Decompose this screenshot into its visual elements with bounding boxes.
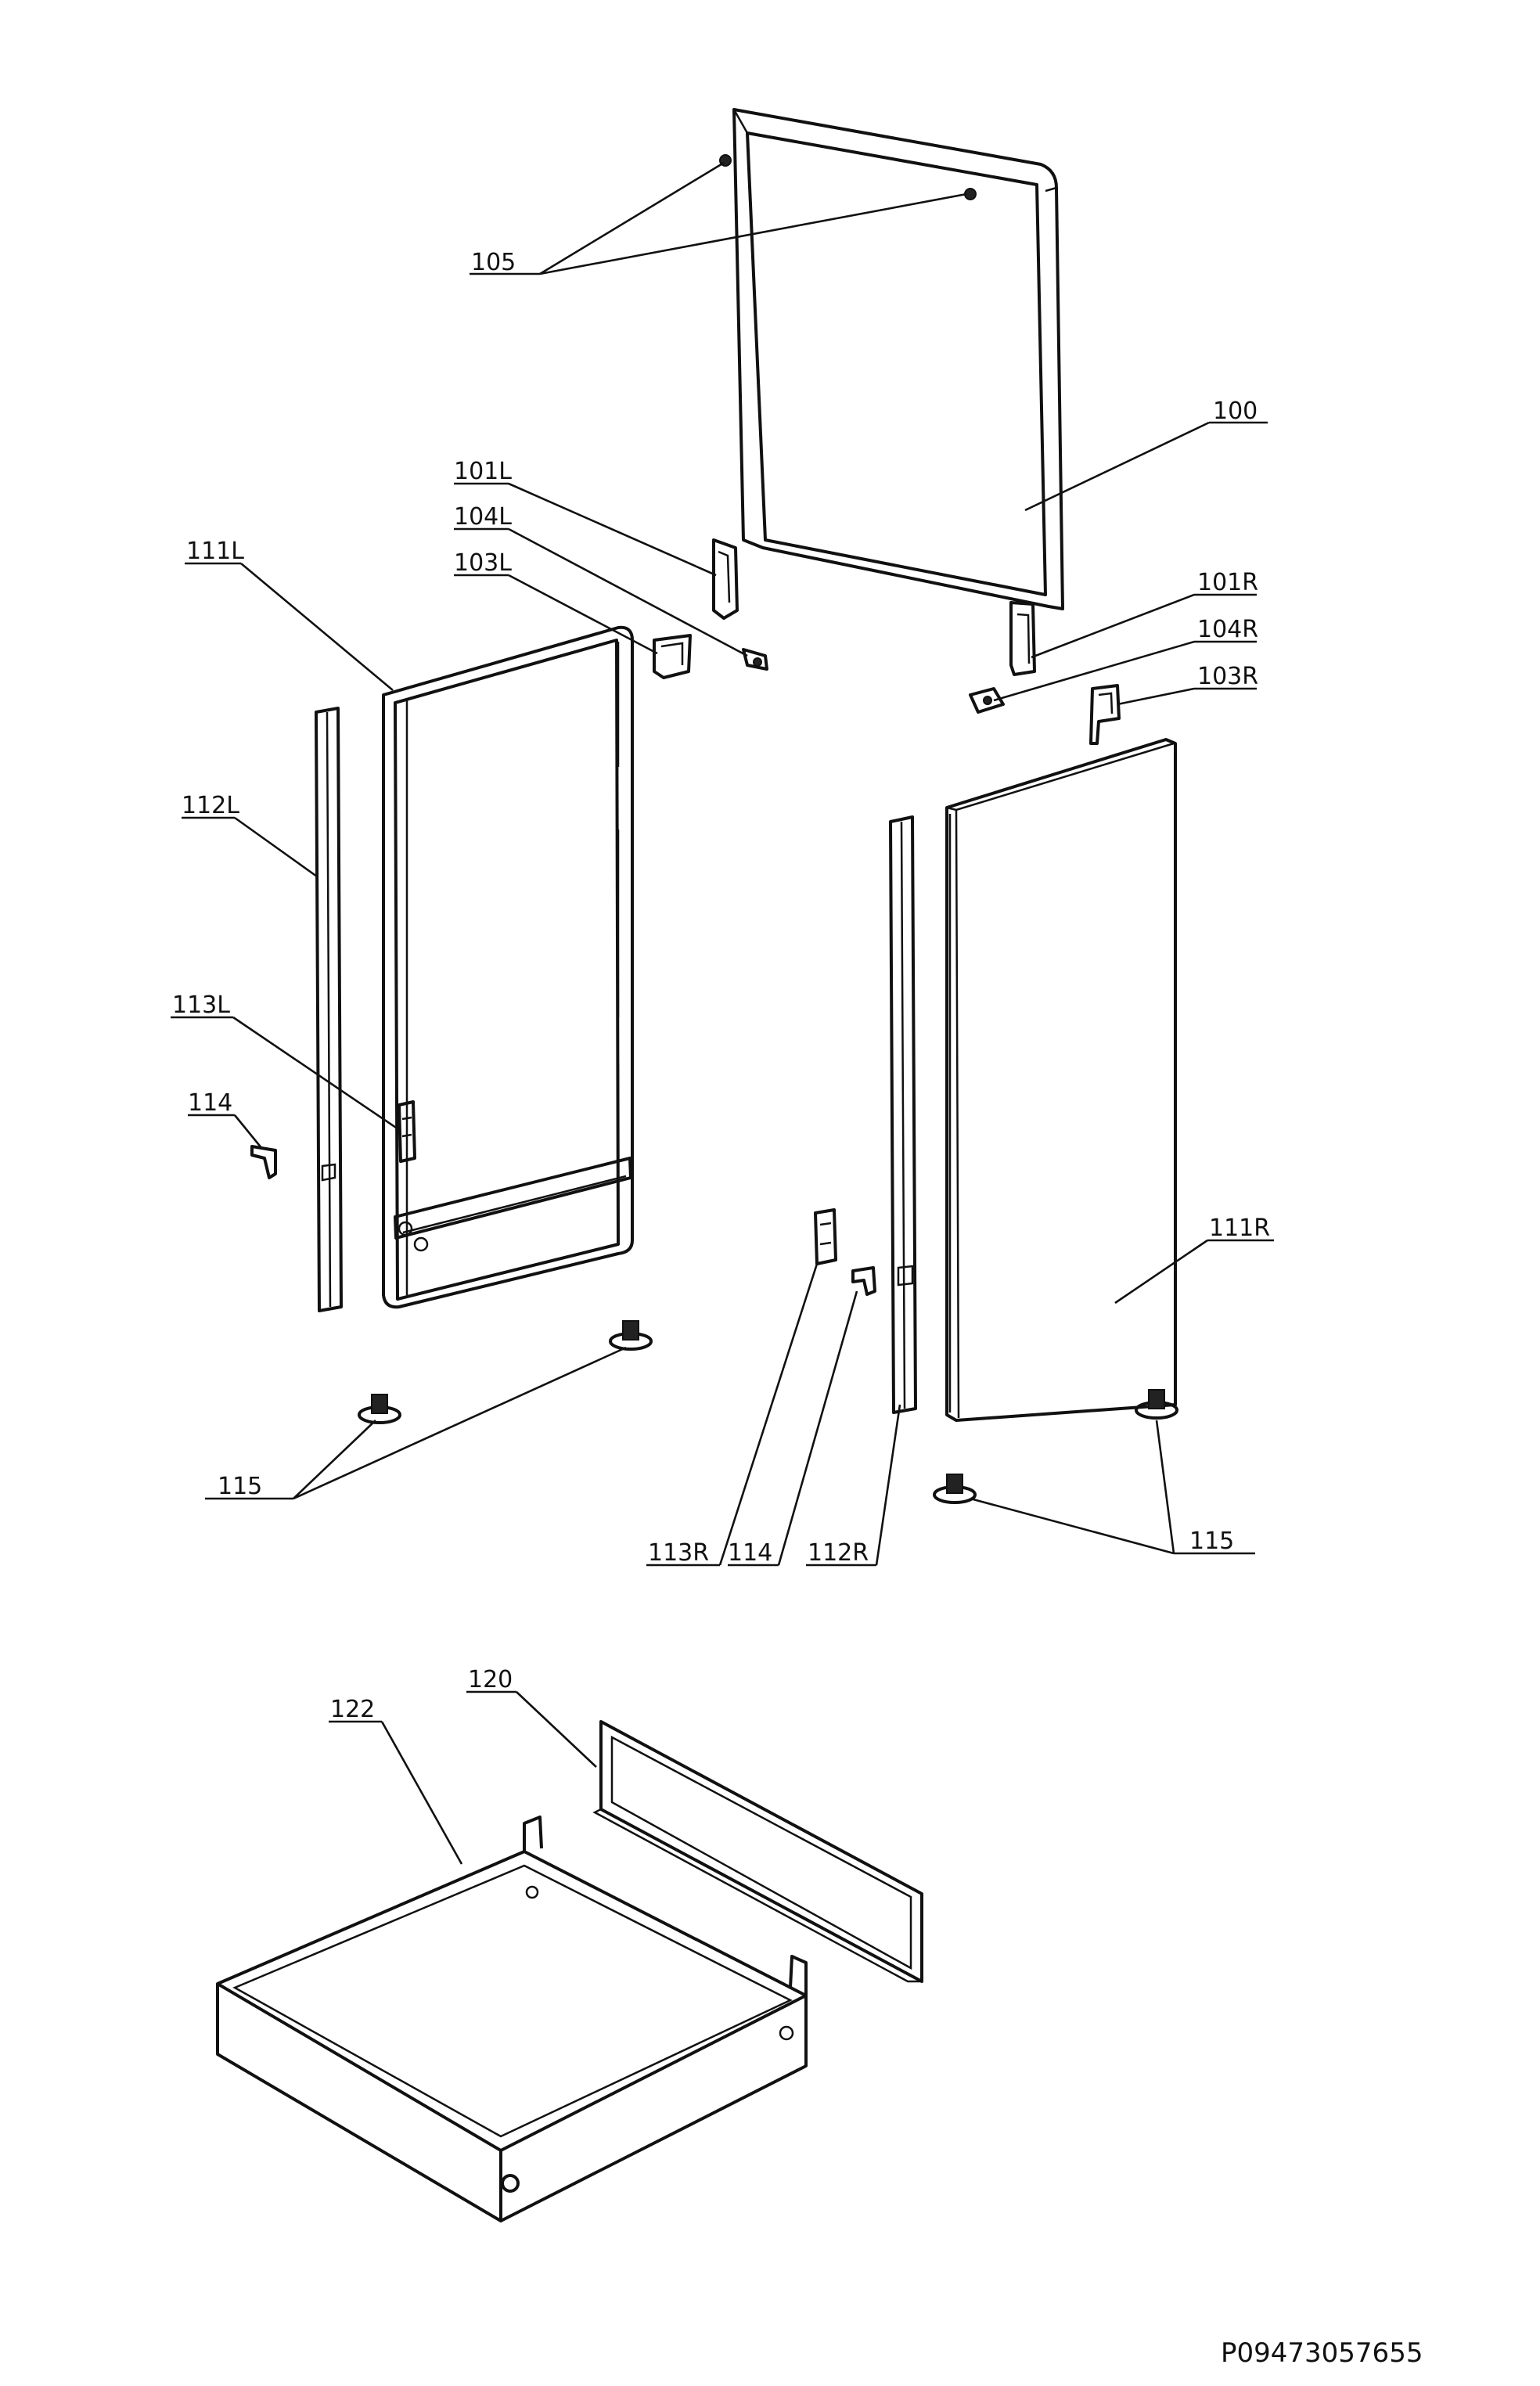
part-104r-bracket xyxy=(969,687,1005,714)
label-103r: 103R xyxy=(1197,663,1258,690)
label-115-left: 115 xyxy=(218,1473,262,1500)
part-101l-hinge xyxy=(712,538,739,620)
label-103l: 103L xyxy=(454,549,512,577)
part-111l-side-panel xyxy=(382,625,634,1309)
part-115-foot-right-b xyxy=(933,1474,977,1504)
label-114-right: 114 xyxy=(728,1539,772,1567)
label-100: 100 xyxy=(1213,398,1258,425)
label-112r: 112R xyxy=(808,1539,869,1567)
part-114-clip-left xyxy=(250,1145,277,1179)
label-105: 105 xyxy=(471,249,516,276)
part-111r-side-panel xyxy=(945,738,1177,1422)
part-113r-latch xyxy=(814,1208,837,1265)
label-113l: 113L xyxy=(172,991,230,1019)
label-101r: 101R xyxy=(1197,569,1258,596)
label-120: 120 xyxy=(468,1666,513,1693)
label-115-right: 115 xyxy=(1189,1528,1234,1555)
label-114-left: 114 xyxy=(188,1089,232,1117)
callout-labels: 105 100 101L 104L 103L 111L 101R 104R 10… xyxy=(172,249,1270,1723)
part-103l-bracket xyxy=(653,634,692,679)
label-101l: 101L xyxy=(454,458,512,485)
part-113l-latch xyxy=(398,1100,416,1163)
label-111l: 111L xyxy=(186,538,244,565)
label-104l: 104L xyxy=(454,503,512,531)
label-112l: 112L xyxy=(182,792,239,819)
part-122-base-tray xyxy=(216,1816,808,2222)
drawing-reference-code: P09473057655 xyxy=(1221,2337,1423,2369)
label-111r: 111R xyxy=(1209,1215,1270,1242)
part-104l-bracket xyxy=(742,648,768,671)
part-115-foot-left-a xyxy=(609,1320,653,1351)
part-115-foot-right-a xyxy=(1135,1389,1178,1420)
label-104r: 104R xyxy=(1197,616,1258,643)
label-122: 122 xyxy=(330,1696,375,1723)
label-113r: 113R xyxy=(648,1539,709,1567)
part-112r-rail xyxy=(889,815,917,1414)
part-114-clip-right xyxy=(851,1266,876,1296)
part-120-plate xyxy=(592,1720,923,1983)
part-105-screws xyxy=(719,154,977,200)
part-100-frame xyxy=(732,108,1064,610)
part-112l-rail xyxy=(315,707,343,1312)
leader-lines xyxy=(171,161,1274,1865)
part-103r-bracket xyxy=(1089,684,1121,745)
part-115-foot-left-b xyxy=(358,1394,401,1424)
part-101r-hinge xyxy=(1009,601,1036,676)
